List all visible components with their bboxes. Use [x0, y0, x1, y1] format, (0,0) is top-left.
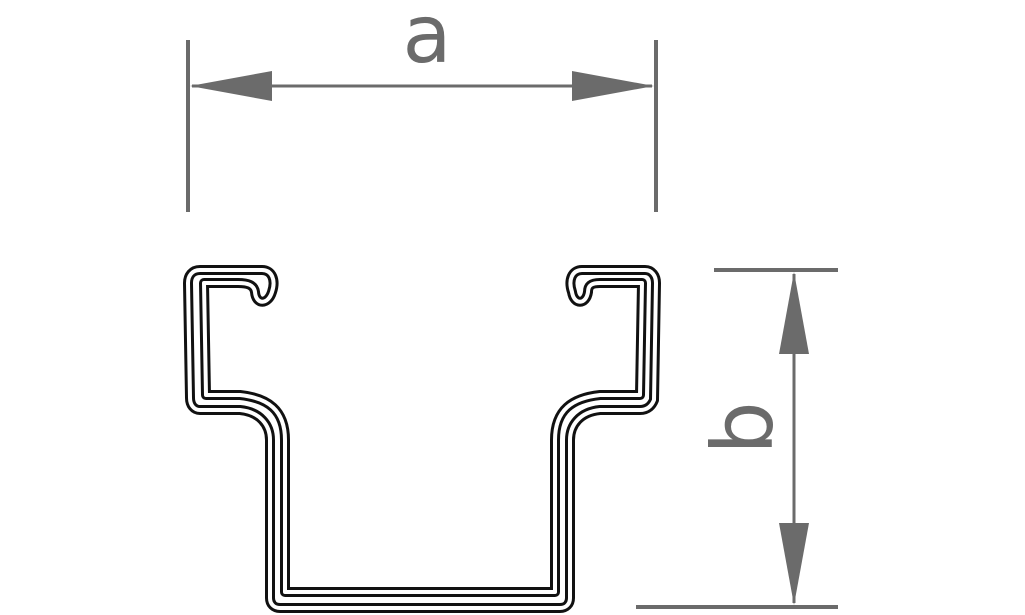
channel-profile [188, 270, 656, 608]
dimension-label-a: a [402, 0, 451, 81]
dimension-label-b: b [694, 401, 792, 454]
arrowhead-right [572, 71, 654, 101]
arrowhead-left [190, 71, 272, 101]
dimension-b: b [636, 268, 838, 609]
arrowhead-top [779, 272, 809, 354]
arrowhead-bottom [779, 523, 809, 605]
dimension-a: a [186, 0, 658, 212]
